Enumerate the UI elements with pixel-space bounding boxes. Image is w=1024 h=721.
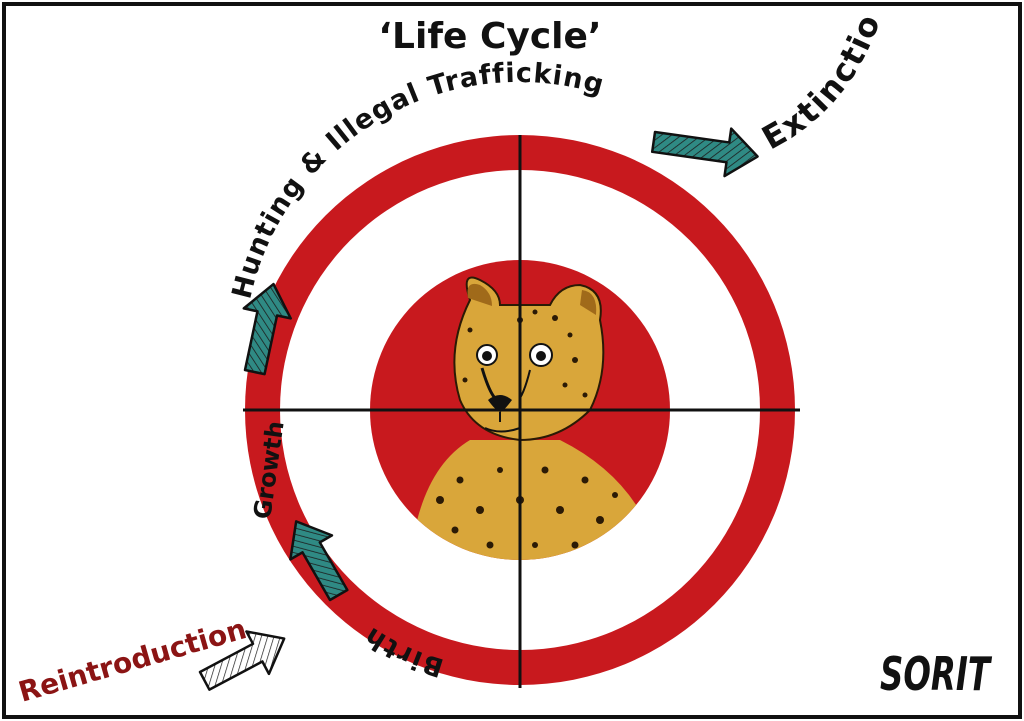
arrow-to-extinction bbox=[650, 127, 759, 178]
arrow-to-hunting bbox=[242, 282, 292, 376]
artist-signature: SORIT bbox=[880, 647, 993, 701]
arrow-to-birth bbox=[198, 630, 286, 691]
cartoon-title: ‘Life Cycle’ bbox=[378, 16, 601, 57]
arrow-to-growth bbox=[289, 520, 349, 602]
label-reintroduction: Reintroduction bbox=[15, 612, 250, 709]
cheetah-illustration bbox=[410, 276, 660, 560]
crosshair bbox=[243, 135, 800, 688]
